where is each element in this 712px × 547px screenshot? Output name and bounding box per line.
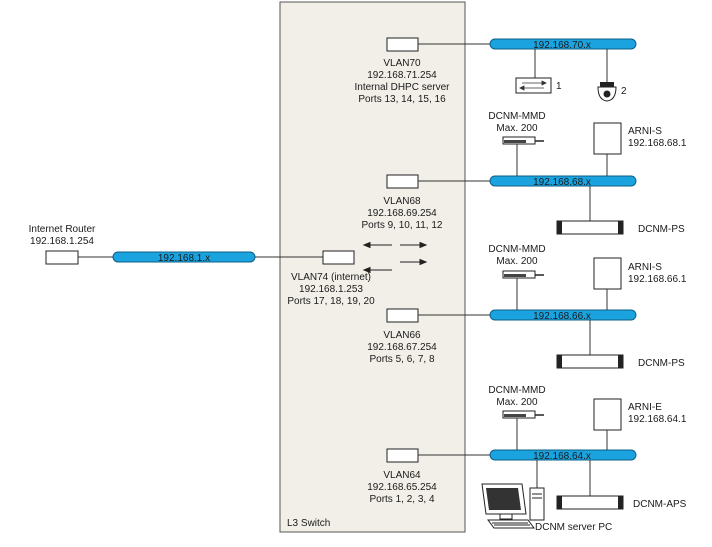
- vlan68-name: VLAN68: [383, 196, 421, 207]
- arni-e-64-box: [593, 398, 622, 431]
- arni-s-68-ip: 192.168.68.1: [628, 138, 687, 149]
- l3-switch-body: [279, 1, 466, 533]
- vlan64-mmd-max: Max. 200: [496, 397, 538, 408]
- dcnm-ps-66-label: DCNM-PS: [638, 358, 685, 369]
- l3-switch-label: L3 Switch: [287, 518, 330, 529]
- server-pc-icon: [481, 483, 545, 529]
- vlan66-mmd-max: Max. 200: [496, 256, 538, 267]
- bus-internet-label: 192.168.1.x: [158, 253, 210, 264]
- dcnm-aps-icon: [556, 495, 624, 510]
- dcnm-ps-68-icon: [556, 220, 624, 235]
- switch-arrows-icon: [519, 80, 547, 91]
- dcnm-mmd-icon: [502, 270, 544, 279]
- vlan66-name: VLAN66: [383, 330, 421, 341]
- internet-router: [45, 250, 79, 265]
- vlan66-port: [386, 308, 419, 323]
- internet-router-name: Internet Router: [29, 224, 96, 235]
- vlan68-ports: Ports 9, 10, 11, 12: [362, 220, 443, 231]
- vlan68-mmd-name: DCNM-MMD: [488, 111, 545, 122]
- internet-router-ip: 192.168.1.254: [30, 236, 94, 247]
- bus-vlan64: [489, 449, 637, 461]
- arni-s-66-name: ARNI-S: [628, 262, 662, 273]
- vlan64-mmd-name: DCNM-MMD: [488, 385, 545, 396]
- bus-vlan64-label: 192.168.64.x: [533, 451, 591, 462]
- arni-s-66-ip: 192.168.66.1: [628, 274, 687, 285]
- vlan68-mmd-max: Max. 200: [496, 123, 538, 134]
- vlan68-ip: 192.168.69.254: [367, 208, 437, 219]
- vlan74-name: VLAN74 (internet): [291, 272, 371, 283]
- dcnm-mmd-icon: [502, 410, 544, 419]
- vlan70-port: [386, 37, 419, 52]
- network-switch-icon: [515, 77, 552, 94]
- vlan70-item2-label: 2: [621, 86, 627, 97]
- routing-arrows-icon: [362, 241, 428, 274]
- vlan66-ports: Ports 5, 6, 7, 8: [369, 354, 434, 365]
- arni-s-68-box: [593, 122, 622, 155]
- vlan66-ip: 192.168.67.254: [367, 342, 437, 353]
- arni-s-66-box: [593, 257, 622, 290]
- vlan74-ip: 192.168.1.253: [299, 284, 363, 295]
- bus-vlan70: [489, 38, 637, 50]
- vlan66-mmd-name: DCNM-MMD: [488, 244, 545, 255]
- vlan64-name: VLAN64: [383, 470, 421, 481]
- arni-e-64-name: ARNI-E: [628, 402, 662, 413]
- vlan70-ports: Ports 13, 14, 15, 16: [358, 94, 446, 105]
- dome-camera-icon: [597, 82, 617, 102]
- vlan70-extra: Internal DHPC server: [354, 82, 450, 93]
- vlan74-ports: Ports 17, 18, 19, 20: [287, 296, 375, 307]
- dcnm-ps-68-label: DCNM-PS: [638, 224, 685, 235]
- vlan70-name: VLAN70: [383, 58, 421, 69]
- vlan70-item1-label: 1: [556, 81, 562, 92]
- arni-e-64-ip: 192.168.64.1: [628, 414, 687, 425]
- bus-vlan66: [489, 309, 637, 321]
- bus-vlan66-label: 192.168.66.x: [533, 311, 591, 322]
- bus-vlan70-label: 192.168.70.x: [533, 40, 591, 51]
- dcnm-ps-66-icon: [556, 354, 624, 369]
- vlan74-port: [322, 250, 355, 265]
- vlan64-ip: 192.168.65.254: [367, 482, 437, 493]
- bus-vlan68-label: 192.168.68.x: [533, 177, 591, 188]
- vlan70-ip: 192.168.71.254: [367, 70, 437, 81]
- vlan68-port: [386, 174, 419, 189]
- dcnm-aps-label: DCNM-APS: [633, 499, 687, 510]
- vlan64-port: [386, 448, 419, 463]
- arni-s-68-name: ARNI-S: [628, 126, 662, 137]
- vlan64-ports: Ports 1, 2, 3, 4: [369, 494, 434, 505]
- server-pc-label: DCNM server PC: [535, 522, 612, 533]
- bus-vlan68: [489, 175, 637, 187]
- dcnm-mmd-icon: [502, 136, 544, 145]
